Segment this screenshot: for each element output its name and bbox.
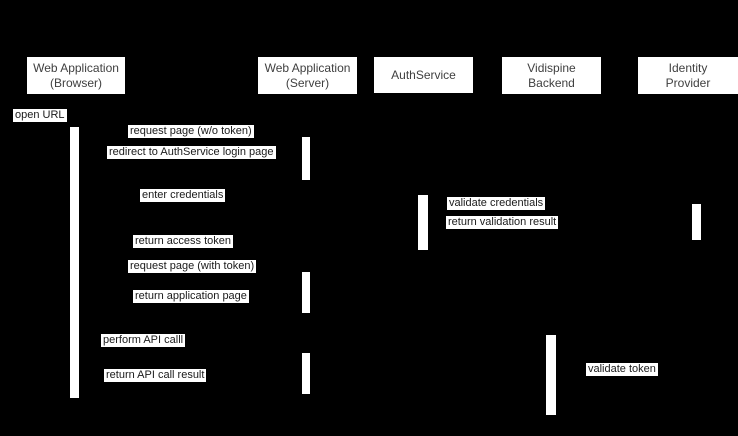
participant-label-line: Web Application <box>33 60 119 75</box>
participant-label-line: Provider <box>665 75 711 90</box>
activation-bar-vidispine-backend-0 <box>546 335 556 415</box>
message-label-return-api-call-result: return API call result <box>104 369 207 382</box>
message-label-open-url: open URL <box>13 109 67 122</box>
participant-label-line: (Browser) <box>49 75 102 90</box>
participant-web-app-browser: Web Application(Browser) <box>27 57 125 94</box>
participant-label-line: Backend <box>528 75 575 90</box>
activation-bar-auth-service-0 <box>418 195 428 250</box>
activation-bar-web-app-server-0 <box>302 137 310 180</box>
message-label-validate-token: validate token <box>586 363 658 376</box>
message-label-request-page-with-token: request page (with token) <box>128 260 257 273</box>
message-label-return-application-page: return application page <box>133 290 249 303</box>
participant-label-line: Web Application <box>264 60 351 75</box>
message-label-validate-credentials: validate credentials <box>447 197 546 210</box>
message-label-perform-api-call: perform API calll <box>101 334 186 347</box>
activation-bar-web-app-browser-0 <box>70 127 79 398</box>
activation-bar-web-app-server-1 <box>302 272 310 313</box>
activation-bar-web-app-server-2 <box>302 353 310 394</box>
message-label-return-access-token: return access token <box>133 235 233 248</box>
message-label-request-page-wo-token: request page (w/o token) <box>128 125 254 138</box>
participant-auth-service: AuthService <box>374 57 473 93</box>
participant-web-app-server: Web Application(Server) <box>258 57 357 94</box>
participant-label-line: AuthService <box>391 67 456 82</box>
participant-label-line: Vidispine <box>527 60 576 75</box>
message-label-redirect-to-login: redirect to AuthService login page <box>107 146 276 159</box>
activation-bar-identity-provider-0 <box>692 204 701 240</box>
message-label-return-validation-result: return validation result <box>446 216 559 229</box>
message-label-enter-credentials: enter credentials <box>140 189 226 202</box>
participant-label-line: Identity <box>668 60 708 75</box>
participant-label-line: (Server) <box>285 75 330 90</box>
